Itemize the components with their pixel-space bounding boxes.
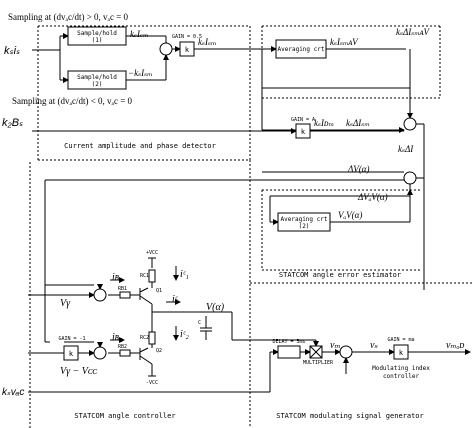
sampling-upper-label: Sampling at (dvₐc/dt) > 0, vₐc = 0	[8, 12, 129, 22]
sum-junction-1	[159, 42, 173, 56]
error-estimator-signal-labels: ΔV(α) ΔVₐV(α) VₐV(α)	[338, 164, 388, 220]
input-ac-voltage-label: kₛvₐc	[2, 387, 24, 398]
rb2-label: RB2	[118, 344, 127, 350]
section-error-estimator-title: STATCOM angle error estimator	[279, 271, 401, 279]
gain-ma-k: k	[399, 349, 404, 357]
capacitor-label: C	[198, 320, 201, 326]
input-current-label: kₛiₛ	[4, 45, 20, 57]
averaging-2-title: Averaging crt	[281, 216, 328, 223]
ic-label: iᶜ	[172, 294, 179, 305]
gain-half-block	[179, 41, 195, 57]
averaging-1-label: Averaging crt	[278, 46, 325, 53]
delta-v-label: ΔV(α)	[347, 164, 370, 174]
current-detector-blocks	[67, 26, 417, 139]
sample-hold-1-index: (1)	[92, 37, 103, 44]
error-estimator-wires	[44, 171, 425, 285]
input-bus-voltage-label: k₂Bₛ	[2, 117, 23, 129]
averaging-2-text: Averaging crt (2)	[281, 216, 328, 230]
rb1-label: RB1	[118, 286, 127, 292]
i-dm-label: kₛIᴅₘ	[314, 118, 334, 128]
sample-hold-1-block	[67, 26, 127, 46]
q1-label: Q1	[156, 288, 162, 294]
delay-label: DELAY = 5ms	[272, 339, 305, 345]
modulating-generator-wires	[28, 178, 471, 393]
sh2-output-label: −kₛIₛₘ	[128, 68, 153, 78]
delta-i-label: kₛΔI	[398, 144, 414, 154]
error-estimator-blocks	[277, 171, 417, 232]
current-detector-block-text: Sample/hold (1) Sample/hold (2) GAIN = 0…	[77, 30, 325, 136]
gain-neg1-block	[63, 345, 79, 361]
ic1-label: iᶜ₁	[180, 269, 189, 280]
sample-hold-2-index: (2)	[92, 81, 103, 88]
v-alpha-label: V(α)	[206, 302, 225, 313]
averaging-1-block	[275, 39, 327, 59]
gain-neg1-k: k	[69, 350, 74, 358]
sum-junction-3	[403, 171, 417, 185]
section-current-detector-title: Current amplitude and phase detector	[64, 142, 216, 150]
modulating-generator-block-text: DELAY = 5ms MULTIPLIER GAIN = ma k Modul…	[272, 337, 430, 380]
vcc-top-label: +VCC	[146, 250, 158, 256]
gain-output-label: kₛIₛₘ	[198, 37, 217, 47]
averaging-2-index: (2)	[299, 223, 310, 230]
ic2-label: iᶜ₂	[180, 329, 189, 340]
gain-half-label: GAIN = 0.5	[172, 34, 202, 40]
delta-average-label: kₛΔIₛₘᴀV	[396, 27, 430, 37]
gain-half-k: k	[185, 46, 190, 54]
modulating-index-title: Modulating index	[372, 365, 430, 372]
gain-neg1-label: GAIN = -1	[58, 336, 85, 342]
rc1-label: RC1	[140, 273, 149, 279]
averaging-2-block	[277, 212, 331, 232]
averaging-1-output-label: kₛIₛₘᴀV	[330, 37, 359, 47]
input-labels: kₛiₛ k₂Bₛ kₛvₐc	[2, 45, 24, 398]
gain-a-k: k	[301, 128, 306, 136]
v-gamma-label: Vγ	[60, 298, 71, 309]
v-gamma-vcc-label: Vγ − Vᴄᴄ	[60, 366, 97, 377]
current-detector-wires	[32, 33, 425, 181]
section-modulating-generator-title: STATCOM modulating signal generator	[276, 412, 424, 420]
ib2-label: iʙ₂	[112, 332, 123, 343]
sum-junction-5	[93, 346, 107, 360]
delta-ism-label: kₛΔIₛₘ	[346, 118, 370, 128]
sum-junction-4	[93, 288, 107, 302]
modulating-generator-signal-labels: vₘ vₛ vₘₒᴅ	[330, 340, 465, 351]
sum-junction-2	[403, 117, 417, 131]
dashed-section-borders	[29, 25, 474, 428]
q2-label: Q2	[156, 348, 162, 354]
angle-controller-component-labels: +VCC RC1 RC2 RB1 RB2 Q1 Q2 -VCC C GAIN =…	[58, 250, 201, 386]
rc2-label: RC2	[140, 335, 149, 341]
angle-controller-signal-labels: iʙ₁ iʙ₂ iᶜ₁ iᶜ₂ iᶜ V(α) Vγ Vγ − Vᴄᴄ	[60, 269, 225, 377]
ib1-label: iʙ₁	[112, 272, 123, 283]
sh1-output-label: kₛIₛₘ	[130, 29, 149, 39]
delay-block	[277, 345, 301, 359]
angle-controller-blocks	[63, 288, 107, 361]
section-angle-controller-title: STATCOM angle controller	[74, 412, 175, 420]
sum-junction-6	[339, 345, 353, 359]
angle-controller-wires	[28, 257, 232, 377]
current-detector-signal-labels: Sampling at (dvₐc/dt) > 0, vₐc = 0 Sampl…	[8, 12, 430, 154]
vcc-bottom-label: -VCC	[146, 380, 158, 386]
modulating-index-subtitle: controller	[383, 373, 420, 380]
v-s-label: vₛ	[370, 340, 378, 351]
gain-a-label: GAIN = A	[291, 117, 315, 123]
v-mod-label: vₘₒᴅ	[446, 340, 465, 351]
sample-hold-2-block	[67, 70, 127, 90]
gain-ma-block	[393, 344, 409, 360]
gain-a-block	[295, 123, 311, 139]
v-m-label: vₘ	[330, 340, 341, 351]
delta-v-av-label: ΔVₐV(α)	[357, 192, 388, 202]
gain-ma-label: GAIN = ma	[387, 337, 414, 343]
modulating-generator-blocks	[277, 344, 409, 360]
sample-hold-2-title: Sample/hold	[77, 74, 117, 81]
v-av-label: VₐV(α)	[338, 210, 362, 220]
sample-hold-1-title: Sample/hold	[77, 30, 117, 37]
multiplier-label: MULTIPLIER	[303, 360, 334, 366]
sampling-lower-label: Sampling at (dvₐc/dt) < 0, vₐc = 0	[12, 96, 133, 106]
